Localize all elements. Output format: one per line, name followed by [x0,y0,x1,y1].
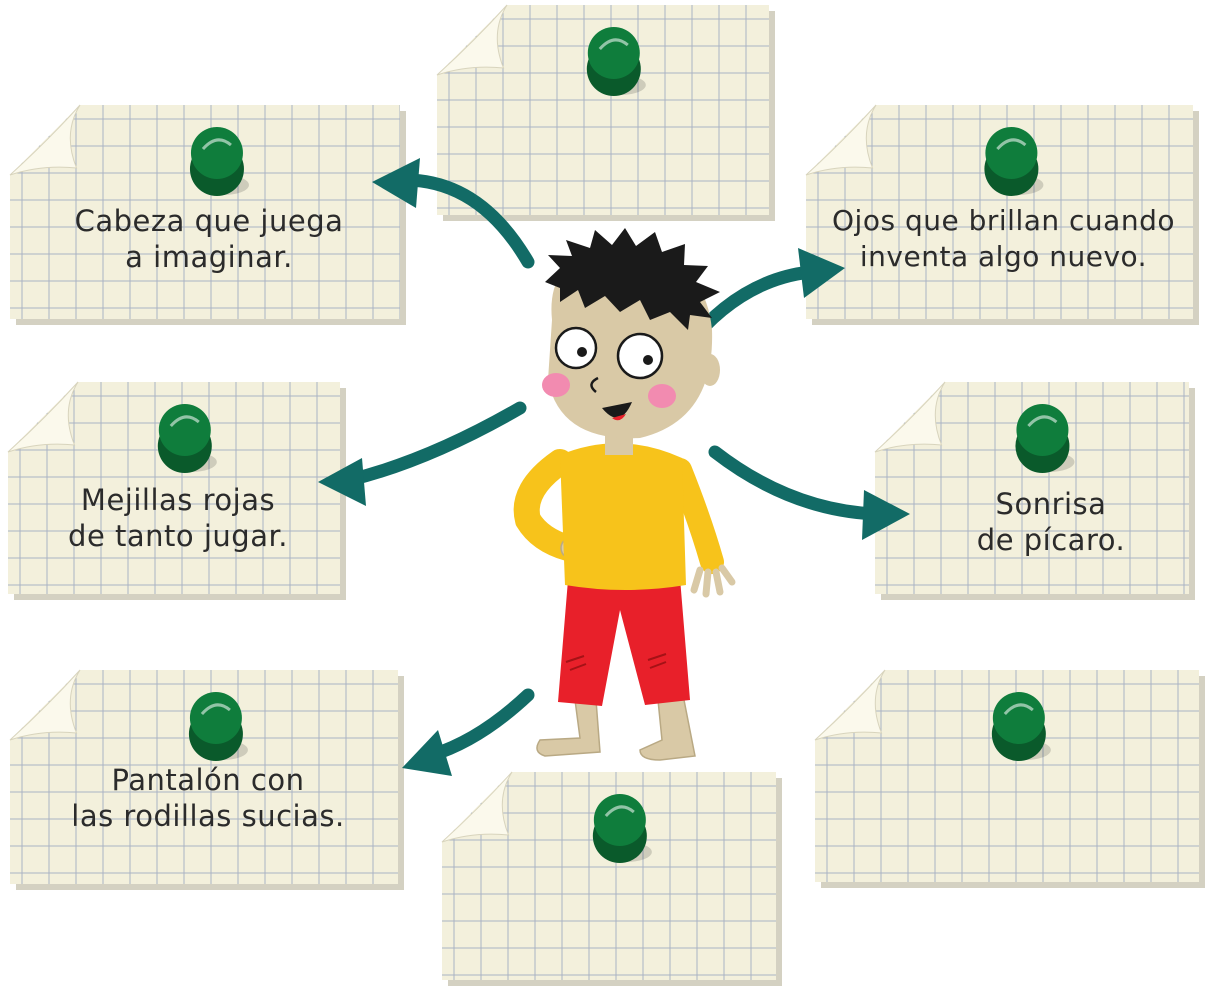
pushpin-highlight [1003,703,1034,716]
pushpin-highlight [169,415,200,428]
note-line: Cabeza que juega [74,204,344,238]
note-line: Sonrisa [995,487,1107,521]
note-paper-sheet [10,670,398,884]
pushpin-head [190,127,243,179]
left-arm [513,449,581,561]
note-text: Mejillas rojas de tanto jugar. [8,482,348,554]
note-paper-sheet [875,382,1189,594]
note-curl [874,381,946,453]
note-text: Pantalón con las rodillas sucias. [10,762,406,834]
mouth [602,402,632,418]
note-paper-sheet [815,670,1199,882]
note-grid [10,670,398,884]
note-curl [7,381,79,453]
nose [590,376,599,393]
shirt [560,443,686,590]
note-paper [436,4,775,221]
note-head: Cabeza que juega a imaginar. [9,104,408,327]
cartoon-boy [513,228,736,761]
pushpin-head [593,794,646,846]
note-paper [9,669,404,890]
note-paper-sheet [442,772,776,980]
note-paper [814,669,1205,888]
note-curl [436,4,508,76]
pushpin-head [158,404,211,456]
note-text: Cabeza que juega a imaginar. [10,203,408,275]
note-line: de pícaro. [976,523,1126,557]
right-eye [616,332,664,380]
note-text: Sonrisa de pícaro. [905,486,1197,558]
pushpin-head [1016,404,1069,456]
note-pants: Pantalón con las rodillas sucias. [9,669,406,892]
right-leg [639,699,696,761]
note-smile: Sonrisa de pícaro. [874,381,1197,602]
note-line: Ojos que brillan cuando [832,204,1175,237]
left-eye [554,326,598,370]
note-empty-bottom-right [814,669,1207,890]
note-line: a imaginar. [125,240,293,274]
note-curl [441,771,513,843]
note-cheeks: Mejillas rojas de tanto jugar. [7,381,348,602]
hair [545,228,720,330]
pushpin-highlight [1027,415,1058,428]
pushpin-highlight [200,703,231,716]
left-leg [536,699,601,757]
pushpin-head [985,127,1038,179]
note-paper [9,104,406,325]
note-eyes: Ojos que brillan cuando inventa algo nue… [805,104,1201,327]
right-cheek [648,384,676,408]
curved-arrow-icon [402,688,535,776]
right-arm [668,458,724,574]
left-cheek [542,373,570,397]
note-paper-sheet [8,382,340,594]
pushpin-highlight [201,138,232,151]
note-grid [815,670,1199,882]
note-line: Pantalón con [111,763,305,797]
note-line: inventa algo nuevo. [859,240,1148,273]
note-curl [805,104,877,176]
note-grid [10,105,400,319]
shorts [558,578,690,706]
pushpin-head [189,692,242,744]
note-curl [9,669,81,741]
note-curl [9,104,81,176]
ear [700,354,720,386]
note-line: de tanto jugar. [68,519,288,553]
note-line: Mejillas rojas [80,483,276,517]
note-text: Ojos que brillan cuando inventa algo nue… [806,203,1201,275]
pushpin-highlight [598,38,629,51]
pushpin-head [992,692,1045,744]
knee-dirt-marks [565,653,667,671]
note-paper-sheet [10,105,400,319]
right-hand [690,564,736,598]
curved-arrow-icon [372,158,535,269]
note-paper-sheet [806,105,1193,319]
curved-arrow-icon [708,445,910,540]
note-paper-sheet [437,5,769,215]
curved-arrow-icon [318,401,527,506]
note-line: las rodillas sucias. [71,799,345,833]
note-curl [814,669,886,741]
note-empty-bottom [441,771,784,988]
note-grid [437,5,769,215]
pushpin-highlight [604,805,635,818]
pushpin-head [587,27,640,79]
note-grid [806,105,1193,319]
note-paper [441,771,782,986]
note-paper [874,381,1195,600]
note-empty-top [436,4,777,223]
pushpin-highlight [996,138,1027,151]
note-paper [805,104,1199,325]
note-paper [7,381,346,600]
